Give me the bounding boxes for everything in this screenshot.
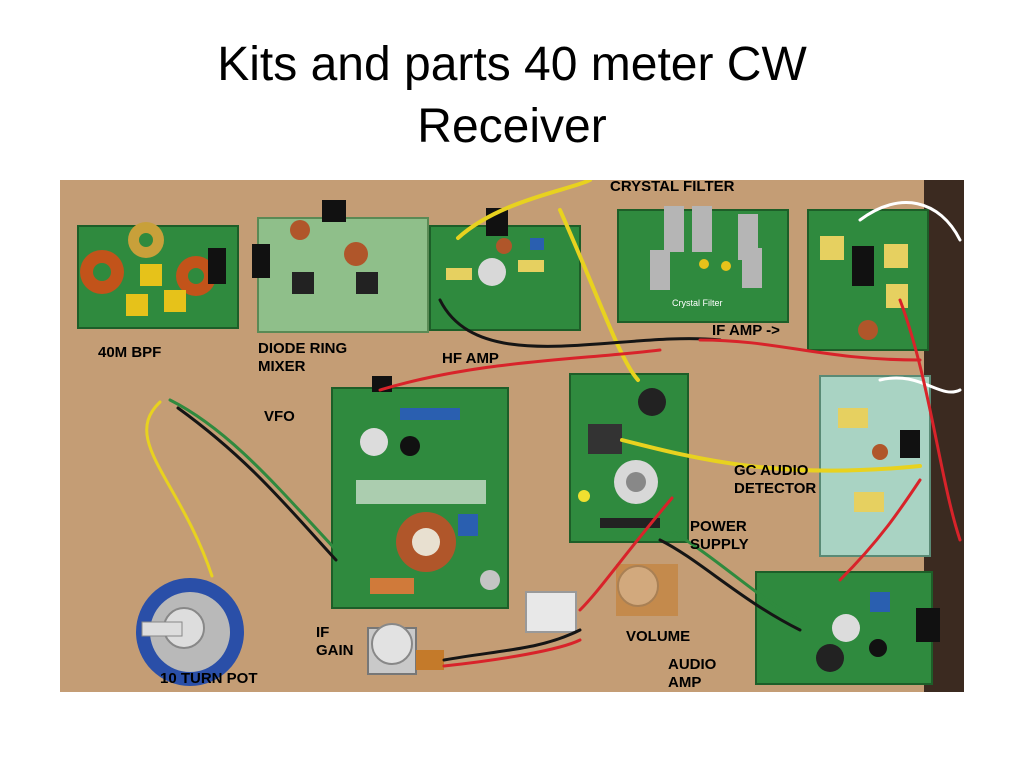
receiver-photo-illustration: Crystal Filter [60, 180, 964, 692]
wiring [145, 180, 962, 668]
label-40m-bpf: 40M BPF [98, 344, 162, 361]
label-if-gain-line-1: IF [316, 624, 330, 641]
label-diode-ring-mixer-line-2: MIXER [258, 358, 306, 375]
title-line-1: Kits and parts 40 meter CW [217, 38, 807, 91]
label-if-gain: IF GAIN [316, 624, 354, 660]
label-power-supply-line-1: POWER [690, 518, 747, 535]
power-supply-board [569, 373, 689, 543]
label-diode-ring-mixer-line-1: DIODE RING [258, 340, 348, 357]
crystal-filter-board: Crystal Filter [617, 206, 789, 323]
label-volume: VOLUME [626, 628, 691, 645]
label-gc-audio-detector-line-1: GC AUDIO [734, 462, 809, 479]
bpf-board [77, 222, 239, 329]
if-gain-pot [367, 623, 444, 675]
mixer-board [252, 200, 429, 333]
audio-amp-board [755, 571, 940, 685]
title-line-2: Receiver [417, 100, 607, 153]
volume-pot [525, 564, 678, 633]
label-10-turn-pot: 10 TURN POT [160, 670, 258, 687]
label-diode-ring-mixer: DIODE RING MIXER [258, 340, 347, 376]
hf-amp-board [429, 208, 581, 331]
label-gc-audio-detector-line-2: DETECTOR [734, 480, 817, 497]
label-audio-amp-line-1: AUDIO [668, 656, 717, 673]
receiver-photo: Crystal Filter [60, 180, 964, 692]
label-if-amp: IF AMP -> [712, 322, 780, 339]
label-audio-amp: AUDIO AMP [668, 656, 716, 692]
ten-turn-pot [136, 578, 244, 686]
label-power-supply-line-2: SUPPLY [690, 536, 749, 553]
label-gc-audio-detector: GC AUDIO DETECTOR [734, 462, 816, 498]
vfo-board [331, 376, 509, 609]
label-vfo: VFO [264, 408, 295, 425]
crystal-filter-silk: Crystal Filter [672, 298, 723, 308]
slide-title: Kits and parts 40 meter CW Receiver [0, 34, 1024, 158]
label-if-gain-line-2: GAIN [316, 642, 354, 659]
label-hf-amp: HF AMP [442, 350, 499, 367]
label-power-supply: POWER SUPPLY [690, 518, 749, 554]
label-crystal-filter: CRYSTAL FILTER [610, 180, 735, 195]
label-audio-amp-line-2: AMP [668, 674, 702, 691]
